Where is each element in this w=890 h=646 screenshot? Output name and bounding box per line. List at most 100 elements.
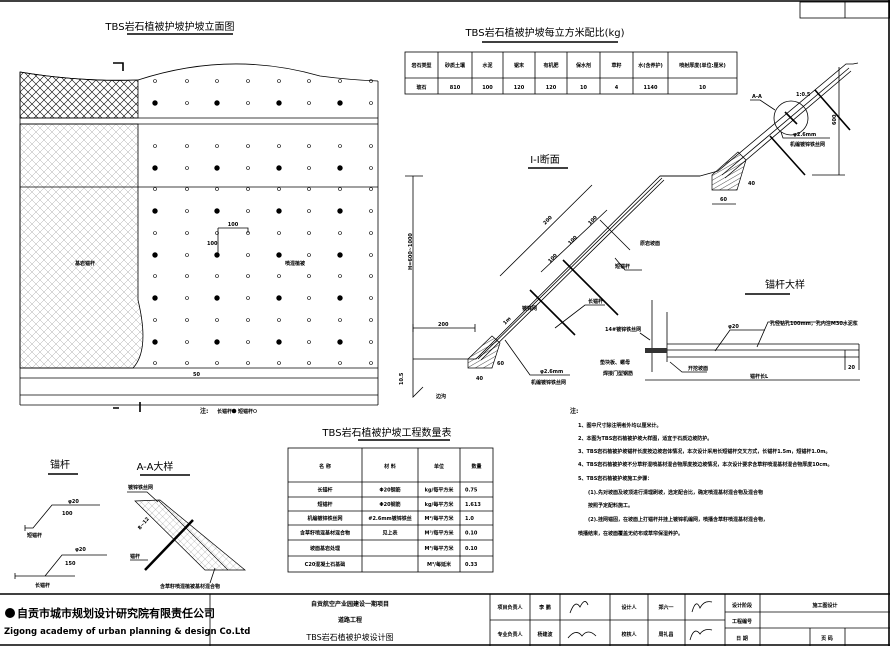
short-anchor-dot xyxy=(307,144,311,148)
short-anchor-dot xyxy=(215,231,219,235)
short-anchor-dot xyxy=(185,187,189,191)
short-anchor-dot xyxy=(185,361,189,365)
short-anchor-dot xyxy=(338,187,342,191)
short-anchor-dot xyxy=(246,101,250,105)
svg-text:锚杆: 锚杆 xyxy=(130,553,140,560)
qty-table-header: 单位 xyxy=(434,463,444,470)
dim-100: 100 xyxy=(228,222,239,228)
short-anchor-dot xyxy=(369,209,373,213)
short-anchor-dot xyxy=(369,340,373,344)
svg-text:φ20: φ20 xyxy=(728,324,739,330)
long-anchor-dot xyxy=(214,252,220,258)
short-anchor-dot xyxy=(185,296,189,300)
project-name: 自贡航空产业园建设一期项目 xyxy=(311,600,389,608)
anchor-small-title: 锚杆 xyxy=(50,459,70,471)
short-anchor-dot xyxy=(307,231,311,235)
short-anchor-dot xyxy=(307,274,311,278)
short-anchor-dot xyxy=(215,144,219,148)
long-anchor-dot xyxy=(152,208,158,214)
mix-table-cell: 120 xyxy=(514,85,525,91)
signature-checker xyxy=(689,629,713,641)
pm-name: 李 鹏 xyxy=(538,604,551,611)
long-anchor-dot xyxy=(276,165,282,171)
svg-text:日 期: 日 期 xyxy=(736,635,748,642)
svg-text:机编镀锌铁丝网: 机编镀锌铁丝网 xyxy=(789,141,825,148)
svg-text:孔径钻孔100mm，孔内注M30水泥浆: 孔径钻孔100mm，孔内注M30水泥浆 xyxy=(770,320,859,327)
short-anchor-dot xyxy=(277,318,281,322)
svg-text:200: 200 xyxy=(438,322,449,328)
qty-table-cell: M³/每平方米 xyxy=(425,545,455,552)
short-anchor-dot xyxy=(338,79,342,83)
svg-text:短锚杆: 短锚杆 xyxy=(615,263,630,270)
long-anchor-dot xyxy=(152,339,158,345)
svg-text:含草籽喷混植被基材混合物: 含草籽喷混植被基材混合物 xyxy=(159,583,220,590)
long-anchor-dot xyxy=(152,295,158,301)
long-anchor-dot xyxy=(337,208,343,214)
long-anchor-dot xyxy=(337,339,343,345)
dim-50: 50 xyxy=(193,372,200,378)
qty-table-cell: 见上表 xyxy=(382,530,398,537)
svg-text:页 码: 页 码 xyxy=(821,635,833,642)
short-anchor-dot xyxy=(369,274,373,278)
short-anchor-dot xyxy=(369,101,373,105)
short-anchor-dot xyxy=(153,144,157,148)
mix-table-cell: 玻石 xyxy=(416,84,426,91)
section-title: I-I断面 xyxy=(530,153,560,166)
aa-section-view: A-A 1:0.5 φ2.6mm 机编镀锌铁丝网 600 60 40 xyxy=(660,62,859,205)
svg-text:长锚杆: 长锚杆 xyxy=(35,582,50,589)
note-item: 喷播结束，在坡面覆盖无纺布或草帘保湿养护。 xyxy=(578,530,683,537)
long-anchor-dot xyxy=(337,295,343,301)
note-item: 2、本图为TBS岩石植被护坡大样图，适宜于石质边坡防护。 xyxy=(578,435,712,442)
svg-text:600: 600 xyxy=(832,114,838,125)
svg-text:60: 60 xyxy=(497,361,504,367)
short-anchor-dot xyxy=(338,144,342,148)
short-anchor-dot xyxy=(215,79,219,83)
long-anchor-dot xyxy=(214,100,220,106)
short-anchor-dot xyxy=(307,79,311,83)
design-stage: 施工图设计 xyxy=(811,602,837,609)
short-anchor-dot xyxy=(246,187,250,191)
long-anchor-dot xyxy=(152,165,158,171)
qty-table-cell: 坡面基岩处理 xyxy=(310,545,340,552)
svg-text:100: 100 xyxy=(62,511,73,517)
notes: 注: 1、图中尺寸除注明者外均以厘米计。2、本图为TBS岩石植被护坡大样图，适宜… xyxy=(570,407,832,537)
short-anchor-dot xyxy=(153,274,157,278)
qty-table-header: 材 料 xyxy=(384,463,396,470)
signature-pm xyxy=(569,601,589,614)
mix-table-header: 有机肥 xyxy=(543,62,558,69)
qty-table-cell: 机编镀锌铁丝网 xyxy=(306,515,342,522)
elevation-title: TBS岩石植被护坡护坡立面图 xyxy=(104,20,234,33)
qty-table-cell: 短锚杆 xyxy=(317,501,332,508)
short-anchor-dot xyxy=(338,231,342,235)
anchor-small-detail: 锚杆 φ20 100 短锚杆 φ20 150 长锚杆 xyxy=(14,459,107,589)
svg-text:设计人: 设计人 xyxy=(621,604,637,611)
qty-table-cell: #2.6mm镀锌铁丝 xyxy=(368,515,411,522)
short-anchor-dot xyxy=(307,101,311,105)
short-anchor-dot xyxy=(246,209,250,213)
svg-text:1:0.5: 1:0.5 xyxy=(796,92,811,98)
legend-note: 注: xyxy=(200,407,208,415)
mix-table: TBS岩石植被护坡每立方米配比(kg) 岩石类型砂质土壤水泥锯末有机肥保水剂草籽… xyxy=(404,26,738,95)
long-anchor-dot xyxy=(337,165,343,171)
dim-100-vertical: 100 xyxy=(207,241,218,247)
short-anchor-dot xyxy=(369,79,373,83)
mix-table-header: 岩石类型 xyxy=(410,62,431,69)
anchor-detail-title: 锚杆大样 xyxy=(765,278,805,291)
qty-table-cell: 长锚杆 xyxy=(317,487,332,494)
mix-table-cell: 10 xyxy=(699,85,706,91)
svg-text:10.5: 10.5 xyxy=(399,372,405,385)
short-anchor-dot xyxy=(246,361,250,365)
qty-table-cell: M²/每平方米 xyxy=(425,515,455,522)
short-anchor-dot xyxy=(185,209,189,213)
short-anchor-dot xyxy=(307,166,311,170)
note-item: (1).先对坡面及坡顶进行清理刷坡，选定配合比，确定喷混基材混合物及混合物 xyxy=(588,489,763,496)
svg-text:边沟: 边沟 xyxy=(435,393,446,400)
short-anchor-dot xyxy=(215,361,219,365)
quantity-table-title: TBS岩石植被护坡工程数量表 xyxy=(321,426,451,439)
qty-table-cell: M³/每平方米 xyxy=(425,530,455,537)
qty-table-cell: 0.75 xyxy=(465,488,478,494)
qty-table-cell: 含草籽喷混基材混合物 xyxy=(299,530,350,537)
short-anchor-dot xyxy=(369,231,373,235)
legend-short: 短锚杆 xyxy=(238,408,253,415)
svg-text:40: 40 xyxy=(748,181,755,187)
